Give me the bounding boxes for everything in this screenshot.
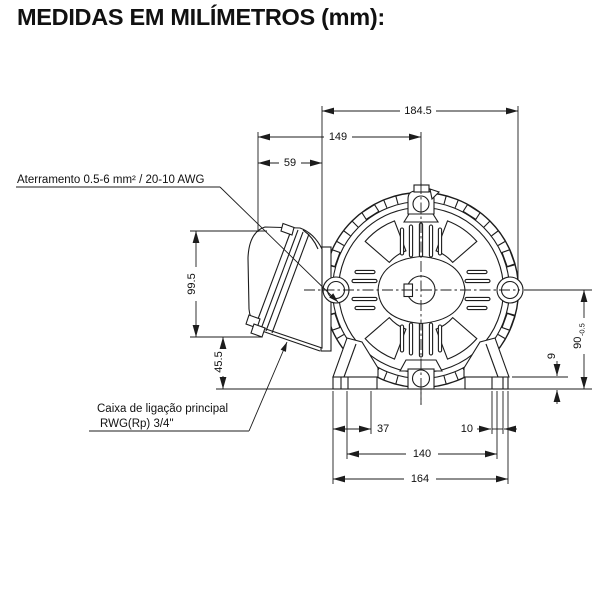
- right-foot: [463, 337, 510, 378]
- dim-label-164: 164: [411, 473, 429, 485]
- dim-slot-width: 10: [461, 423, 517, 435]
- dim-label-184-5: 184.5: [404, 105, 432, 117]
- dim-terminal-box-width: 59: [258, 157, 322, 169]
- fins-right: [464, 269, 491, 311]
- terminal-box-label-line2: RWG(Rp) 3/4": [100, 418, 174, 430]
- grounding-label: Aterramento 0.5-6 mm² / 20-10 AWG: [17, 174, 205, 186]
- left-foot-pad: [332, 376, 378, 390]
- dim-foot-span: 164: [333, 473, 508, 485]
- dim-slot-span: 140: [347, 448, 497, 460]
- grounding-leader: [219, 186, 339, 303]
- dim-box-bottom-to-base: 45.5: [213, 337, 227, 389]
- fins-bottom: [399, 321, 443, 358]
- fan-vane-sw: [364, 316, 407, 360]
- terminal-box-leader: [248, 341, 288, 432]
- dim-terminal-box-height: 99.5: [186, 231, 200, 337]
- dim-foot-pad-thickness: 9: [546, 353, 561, 404]
- terminal-box-label-line1: Caixa de ligação principal: [97, 403, 228, 415]
- motor-end-view: [245, 183, 524, 404]
- extension-lines: [190, 106, 592, 484]
- dim-foot-edge-to-slot: 37: [333, 423, 389, 435]
- dim-label-149: 149: [329, 131, 347, 143]
- dim-label-37: 37: [377, 423, 389, 435]
- left-foot: [332, 337, 379, 378]
- dim-overall-width: 184.5: [322, 105, 518, 117]
- fan-vane-se: [435, 316, 478, 360]
- fins-top: [399, 222, 443, 259]
- dim-label-45-5: 45.5: [213, 351, 225, 372]
- terminal-box-lid-screw-top: [280, 222, 295, 236]
- top-lug: [403, 184, 441, 223]
- centerlines: [304, 183, 520, 404]
- dim-label-90: 90-0.5: [572, 323, 586, 349]
- dim-shaft-height: 90-0.5: [572, 290, 588, 389]
- dim-label-9: 9: [546, 353, 558, 359]
- right-foot-pad: [464, 376, 509, 390]
- fins-left: [351, 269, 378, 311]
- dim-label-99-5: 99.5: [186, 273, 198, 294]
- dimension-lines: 184.5 149 59 99.5 45.5: [186, 105, 588, 485]
- dim-label-140: 140: [413, 448, 431, 460]
- callouts: Aterramento 0.5-6 mm² / 20-10 AWG Caixa …: [16, 174, 339, 432]
- top-lug-tab: [429, 188, 441, 201]
- terminal-box: [245, 222, 332, 352]
- page-title: MEDIDAS EM MILÍMETROS (mm):: [17, 4, 385, 30]
- fan-vane-ne: [435, 220, 478, 264]
- dim-label-10: 10: [461, 423, 473, 435]
- dim-box-to-shaft-center: 149: [258, 131, 421, 143]
- mounting-feet: [332, 337, 510, 390]
- fan-vane-nw: [364, 220, 407, 264]
- dim-label-59: 59: [284, 157, 296, 169]
